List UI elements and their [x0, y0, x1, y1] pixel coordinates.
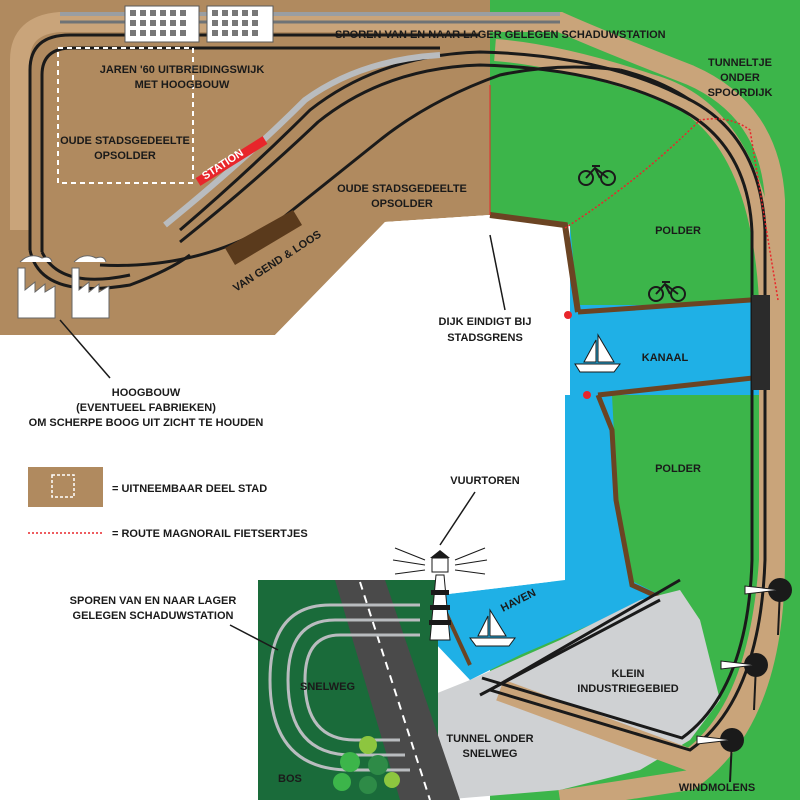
label-dijk-line2: STADSGRENS [447, 332, 523, 344]
label-dijk-line1: DIJK EINDIGT BIJ [439, 316, 532, 328]
legend-item-bike-label: = ROUTE MAGNORAIL FIETSERTJES [112, 528, 308, 540]
label-oude-stad-right-line1: OUDE STADSGEDEELTE [337, 183, 467, 195]
label-bos: BOS [278, 773, 302, 785]
label-polder-bottom: POLDER [655, 463, 701, 475]
label-sporen-bottom-line2: GELEGEN SCHADUWSTATION [73, 610, 234, 622]
label-industrie-line2: INDUSTRIEGEBIED [577, 683, 679, 695]
bike-route [564, 118, 779, 301]
windmill-icon [720, 653, 768, 711]
leader-line [439, 491, 476, 546]
legend-dotted-box [51, 474, 75, 498]
sailboat-icon [574, 333, 621, 373]
lock-marker [564, 311, 572, 319]
label-hoogbouw-line1: HOOGBOUW [112, 387, 181, 399]
windmill-icon [744, 578, 792, 636]
label-oude-stad-left-line2: OPSOLDER [94, 150, 156, 162]
sailboat-icon [469, 608, 516, 647]
lock-marker [583, 391, 591, 399]
dike-line [489, 212, 581, 313]
shadow-station-track [303, 633, 420, 742]
label-polder-top: POLDER [655, 225, 701, 237]
highway-marking [359, 581, 431, 800]
label-oude-stad-left-line1: OUDE STADSGEDEELTE [60, 135, 190, 147]
leader-line [229, 624, 279, 651]
label-tunneltje-line1: TUNNELTJE [708, 57, 772, 69]
dike-line [577, 295, 781, 315]
label-sporen-bottom-line1: SPOREN VAN EN NAAR LAGER [70, 595, 237, 607]
leader-line [59, 319, 111, 379]
platform-track [163, 52, 441, 228]
label-tunnel-snelweg-line1: TUNNEL ONDER [446, 733, 533, 745]
bicycle-icon [648, 281, 686, 302]
label-jaren60-line1: JAREN '60 UITBREIDINGSWIJK [100, 64, 265, 76]
dike-line [595, 394, 667, 603]
removable-section [57, 47, 194, 184]
label-snelweg: SNELWEG [300, 681, 355, 693]
leader-line [489, 234, 506, 311]
factory-icon [17, 255, 56, 319]
forest-trees [333, 736, 400, 794]
label-tunneltje-line3: SPOORDIJK [708, 87, 773, 99]
label-jaren60-line2: MET HOOGBOUW [135, 79, 230, 91]
shadow-station-track [286, 618, 420, 757]
label-vuurtoren: VUURTOREN [450, 475, 520, 487]
highrise-buildings [124, 5, 274, 43]
dike-line [597, 372, 781, 398]
label-hoogbouw-line2: (EVENTUEEL FABRIEKEN) [76, 402, 216, 414]
lighthouse-icon [392, 547, 488, 641]
label-top-track: SPOREN VAN EN NAAR LAGER GELEGEN SCHADUW… [335, 29, 666, 41]
label-hoogbouw-line3: OM SCHERPE BOOG UIT ZICHT TE HOUDEN [29, 417, 264, 429]
label-tunneltje-line2: ONDER [720, 72, 760, 84]
bicycle-icon [578, 165, 616, 186]
windmill-icon [696, 728, 744, 783]
station-building [195, 136, 268, 186]
legend-city-swatch [28, 467, 103, 507]
railway-bridge [752, 295, 770, 390]
label-industrie-line1: KLEIN [612, 668, 645, 680]
city-area [0, 0, 490, 335]
label-kanaal: KANAAL [642, 352, 689, 364]
label-windmolens: WINDMOLENS [679, 782, 755, 794]
void-cutout [385, 215, 565, 595]
legend-item-city-label: = UITNEEMBAAR DEEL STAD [112, 483, 267, 495]
label-oude-stad-right-line2: OPSOLDER [371, 198, 433, 210]
factory-icon [71, 255, 110, 319]
label-tunnel-snelweg-line2: SNELWEG [462, 748, 517, 760]
vangendloos-building [225, 210, 302, 265]
shadow-station-track [268, 603, 420, 772]
